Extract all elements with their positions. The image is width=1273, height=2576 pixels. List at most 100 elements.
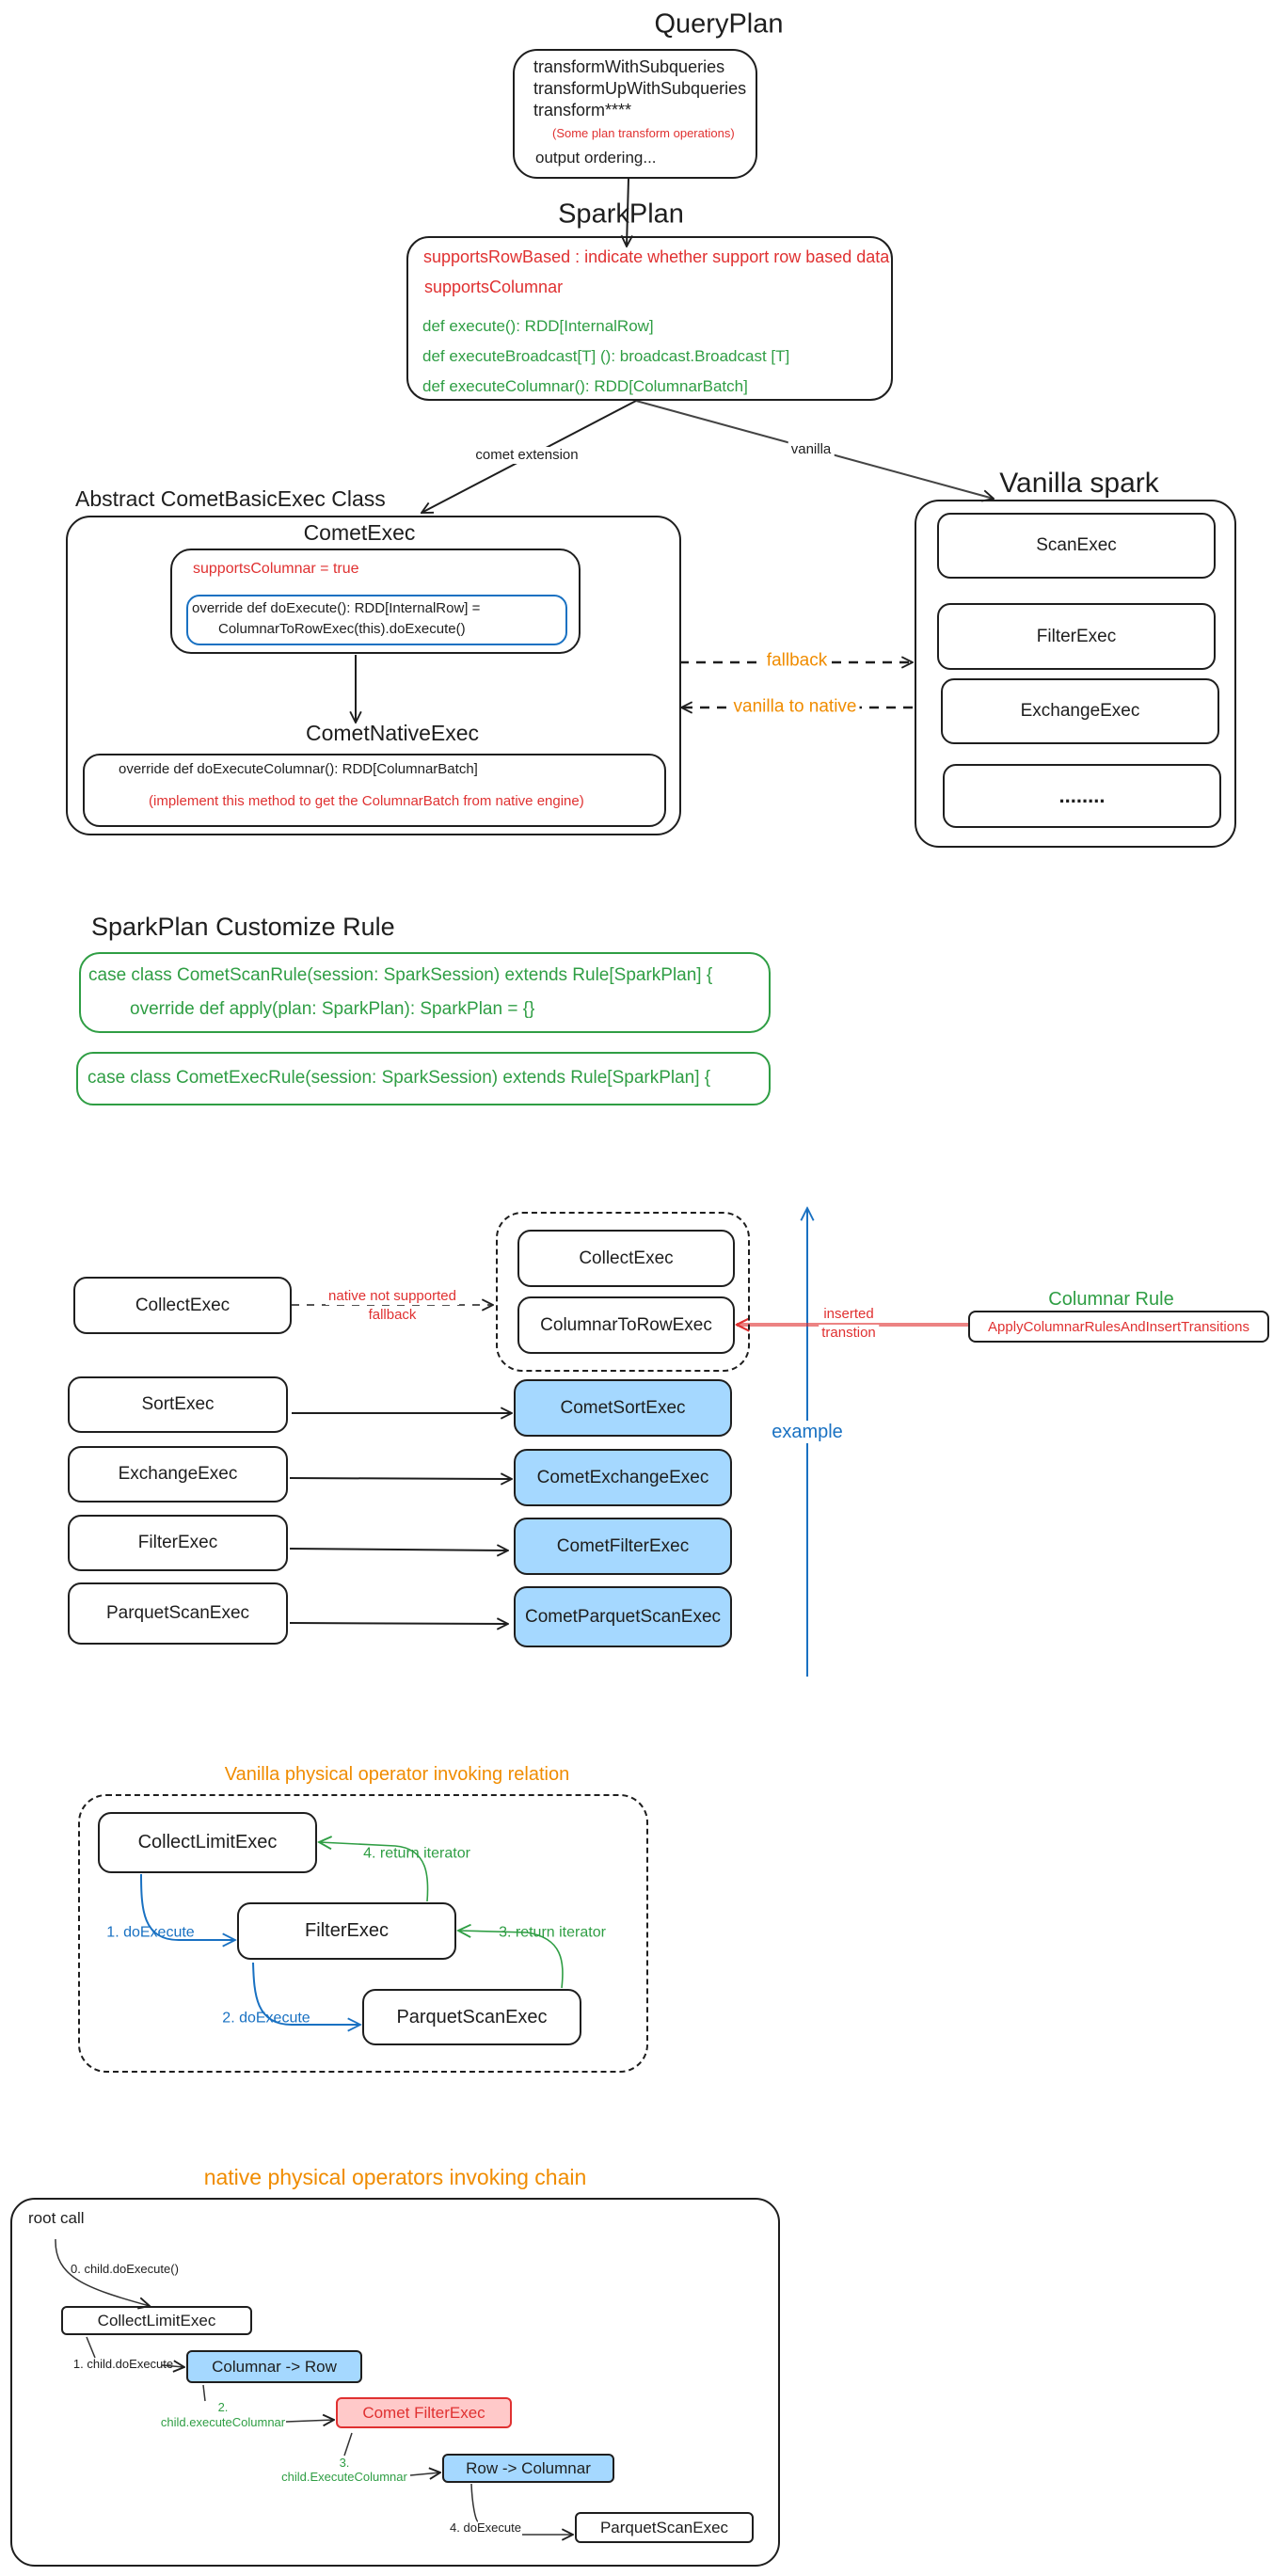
- arrow-step2-doexecute: [252, 1962, 360, 2025]
- op-line: transform****: [533, 101, 632, 119]
- sparkplan-title: SparkPlan: [558, 199, 684, 230]
- root-call-label: root call: [28, 2208, 85, 2227]
- native-chain-title: native physical operators invoking chain: [203, 2165, 587, 2190]
- arrow-step0: [55, 2238, 150, 2306]
- do-execute-override-box: override def doExecute(): RDD[InternalRo…: [186, 595, 567, 645]
- vanilla-collectlimitexec: CollectLimitExec: [98, 1812, 317, 1873]
- sortexec: SortExec: [68, 1376, 288, 1433]
- parquetscanexec: ParquetScanExec: [68, 1582, 288, 1645]
- cometsortexec: CometSortExec: [514, 1379, 732, 1437]
- vanilla-parquetscanexec: ParquetScanExec: [362, 1989, 581, 2045]
- vanilla-invoke-group: [78, 1794, 648, 2073]
- native-step4-label: 4. doExecute: [450, 2520, 521, 2536]
- exchangeexec: ExchangeExec: [68, 1446, 288, 1503]
- vanilla-invoke-title: Vanilla physical operator invoking relat…: [224, 1764, 570, 1785]
- cometparquetscanexec: CometParquetScanExec: [514, 1586, 732, 1647]
- cometexchangeexec: CometExchangeExec: [514, 1449, 732, 1506]
- native-collectlimitexec: CollectLimitExec: [61, 2306, 252, 2335]
- def-execute-columnar: def executeColumnar(): RDD[ColumnarBatch…: [422, 377, 748, 395]
- edge-label-vanilla-to-native: vanilla to native: [730, 696, 860, 719]
- comet-native-exec-box: override def doExecuteColumnar(): RDD[Co…: [83, 754, 666, 827]
- collectexec-left: CollectExec: [73, 1277, 292, 1334]
- comet-scan-rule-apply: override def apply(plan: SparkPlan): Spa…: [130, 999, 535, 1019]
- op-line: transformUpWithSubqueries: [533, 79, 747, 98]
- fallback-label: fallback: [368, 1307, 417, 1323]
- queryplan-title: QueryPlan: [654, 8, 784, 40]
- edge-label-vanilla: vanilla: [788, 441, 835, 458]
- comet-native-exec-title: CometNativeExec: [305, 721, 480, 746]
- arrow-step1-doexecute: [140, 1873, 235, 1940]
- do-execute-override: override def doExecute(): RDD[InternalRo…: [192, 600, 481, 616]
- native-step2-label: child.executeColumnar: [160, 2415, 286, 2430]
- native-parquetscanexec: ParquetScanExec: [575, 2512, 754, 2543]
- step4-label: 4. return iterator: [363, 1845, 470, 1862]
- native-not-supported-label: native not supported: [326, 1288, 459, 1305]
- supports-row-based: supportsRowBased : indicate whether supp…: [423, 247, 890, 266]
- vanilla-item-scanexec: ScanExec: [937, 513, 1216, 579]
- comet-scan-rule: case class CometScanRule(session: SparkS…: [88, 965, 713, 985]
- native-step3-label: child.ExecuteColumnar: [281, 2470, 407, 2485]
- comet-exec-rule: case class CometExecRule(session: SparkS…: [88, 1068, 711, 1088]
- cometexec-title: CometExec: [303, 520, 416, 546]
- op-line: transformWithSubqueries: [533, 57, 725, 76]
- native-columnar-to-row: Columnar -> Row: [186, 2350, 362, 2383]
- arrow-native-step1: [86, 2336, 184, 2367]
- vanilla-spark-box: [915, 500, 1236, 848]
- comet-scan-rule-box: case class CometScanRule(session: SparkS…: [79, 952, 771, 1033]
- native-step1-label: 1. child.doExecute: [72, 2357, 174, 2372]
- fallback-group: [496, 1212, 750, 1372]
- queryplan-box: transformWithSubqueries transformUpWithS…: [513, 49, 757, 179]
- arrow-exchange: [289, 1478, 512, 1479]
- example-label: example: [769, 1421, 846, 1443]
- arrow-native-step3: [343, 2432, 440, 2475]
- queryplan-output-ordering: output ordering...: [535, 149, 657, 167]
- apply-columnar-rules-box: ApplyColumnarRulesAndInsertTransitions: [968, 1311, 1269, 1343]
- arrow-parquet: [289, 1623, 508, 1624]
- cometexec-supports-columnar: supportsColumnar = true: [193, 561, 359, 577]
- step2-label: 2. doExecute: [222, 2010, 310, 2027]
- native-chain-box: [10, 2198, 780, 2567]
- group-collectexec: CollectExec: [517, 1230, 735, 1287]
- comet-basic-title: Abstract CometBasicExec Class: [75, 486, 386, 512]
- vanilla-filterexec: FilterExec: [237, 1902, 456, 1960]
- cometexec-box: supportsColumnar = true: [170, 549, 581, 654]
- step3-label: 3. return iterator: [499, 1924, 606, 1941]
- transition-label: transtion: [819, 1325, 879, 1342]
- edge-label-comet-extension: comet extension: [472, 447, 581, 464]
- vanilla-item-filterexec: FilterExec: [937, 603, 1216, 670]
- step1-label: 1. doExecute: [106, 1924, 195, 1941]
- native-comet-filterexec: Comet FilterExec: [336, 2397, 512, 2428]
- native-step2-number: 2.: [217, 2400, 229, 2415]
- queryplan-ops: transformWithSubqueries transformUpWithS…: [533, 56, 746, 121]
- comet-exec-rule-box: case class CometExecRule(session: SparkS…: [76, 1052, 771, 1105]
- def-execute-broadcast: def executeBroadcast[T] (): broadcast.Br…: [422, 347, 790, 365]
- arrow-native-step2: [202, 2384, 334, 2422]
- arrow-native-step4: [470, 2483, 573, 2535]
- group-columnartorowexec: ColumnarToRowExec: [517, 1296, 735, 1354]
- queryplan-note: (Some plan transform operations): [552, 126, 735, 140]
- arrow-filter: [289, 1549, 508, 1550]
- cometfilterexec: CometFilterExec: [514, 1518, 732, 1575]
- comet-basic-box: [66, 516, 681, 835]
- vanilla-spark-title: Vanilla spark: [999, 468, 1159, 499]
- arrow-step4-return: [319, 1842, 429, 1902]
- arrow-queryplan-to-sparkplan: [627, 178, 629, 246]
- native-note: (implement this method to get the Column…: [149, 793, 584, 809]
- vanilla-item-more: ........: [943, 764, 1221, 828]
- sparkplan-box: supportsRowBased : indicate whether supp…: [406, 236, 893, 401]
- do-execute-body: ColumnarToRowExec(this).doExecute(): [218, 621, 466, 637]
- do-execute-columnar-override: override def doExecuteColumnar(): RDD[Co…: [119, 761, 478, 777]
- rules-title: SparkPlan Customize Rule: [91, 912, 395, 941]
- columnar-rule-title: Columnar Rule: [1048, 1289, 1174, 1310]
- filterexec: FilterExec: [68, 1515, 288, 1571]
- vanilla-item-exchangeexec: ExchangeExec: [941, 678, 1219, 744]
- native-step3-number: 3.: [339, 2456, 350, 2471]
- inserted-label: inserted: [820, 1306, 877, 1323]
- native-row-to-columnar: Row -> Columnar: [442, 2454, 614, 2483]
- def-execute: def execute(): RDD[InternalRow]: [422, 317, 654, 335]
- supports-columnar: supportsColumnar: [424, 278, 564, 296]
- edge-label-fallback: fallback: [763, 650, 831, 673]
- arrow-step3-return: [458, 1931, 564, 1989]
